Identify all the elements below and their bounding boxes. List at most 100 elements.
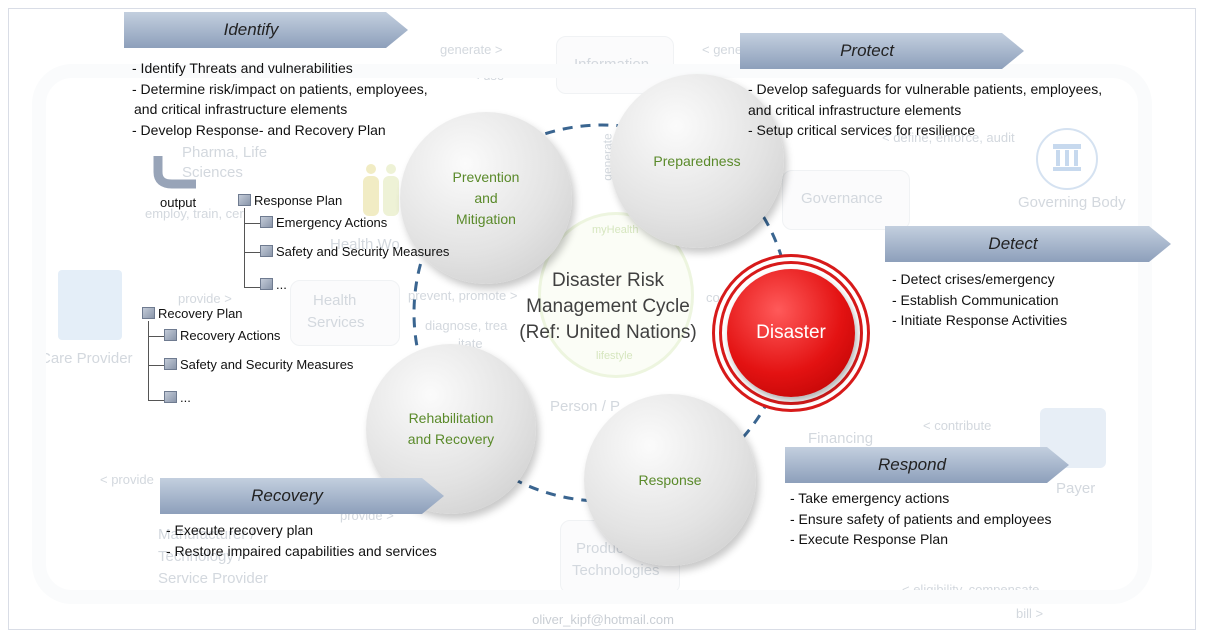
identify-bullet-1: - Identify Threats and vulnerabilities	[132, 60, 353, 76]
detect-bullet-3: - Initiate Response Activities	[892, 312, 1068, 328]
protect-bullet-1: - Develop safeguards for vulnerable pati…	[748, 81, 1103, 97]
response-plan-tree: Response Plan Emergency Actions Safety a…	[238, 192, 498, 302]
respond-bullet-3: - Execute Response Plan	[790, 531, 948, 547]
recovery-title: Recovery	[251, 486, 323, 505]
respond-bullet-1: - Take emergency actions	[790, 490, 950, 506]
response-plan-item: Safety and Security Measures	[260, 243, 449, 261]
detect-bullet-2: - Establish Communication	[892, 291, 1059, 308]
response-plan-node: Response Plan	[238, 192, 342, 210]
prevention-line-2: and	[474, 189, 498, 206]
rehabilitation-line-2: and Recovery	[407, 431, 495, 447]
recovery-plan-item-label: ...	[180, 390, 191, 405]
recovery-plan-item-label: Safety and Security Measures	[180, 357, 354, 372]
protect-banner: Protect	[740, 33, 1024, 69]
prevention-line-3: Mitigation	[456, 210, 516, 227]
response-plan-item-label: Emergency Actions	[276, 215, 388, 230]
care-provider-label: Care Provider	[40, 350, 133, 367]
recovery-bullet-2: - Restore impaired capabilities and serv…	[166, 542, 437, 559]
protect-bullet-3: - Setup critical services for resilience	[748, 122, 976, 138]
co-label: co	[706, 290, 720, 305]
response-plan-item: ...	[260, 276, 287, 294]
governance-label: Governance	[801, 190, 883, 207]
sciences-label: Sciences	[182, 164, 243, 181]
payer-label: Payer	[1056, 480, 1096, 497]
contribute-label: < contribute	[923, 418, 992, 433]
health-work-label: Health Wo	[330, 236, 400, 253]
preparedness-phase: Preparedness	[610, 74, 784, 248]
recovery-plan-item: Recovery Actions	[164, 327, 280, 345]
detect-title: Detect	[988, 234, 1038, 253]
cube-icon	[260, 245, 273, 257]
protect-title: Protect	[840, 41, 894, 60]
center-title: Disaster Risk Management Cycle (Ref: Uni…	[498, 268, 718, 346]
protect-bullets: - Develop safeguards for vulnerable pati…	[748, 79, 1102, 141]
author-email: oliver_kipf@hotmail.com	[532, 612, 674, 627]
respond-banner: Respond	[785, 447, 1069, 483]
recovery-bullet-1: - Execute recovery plan	[166, 522, 314, 538]
diagram-frame	[8, 8, 1196, 630]
provide-label: provide >	[178, 291, 232, 306]
recovery-plan-title: Recovery Plan	[158, 306, 243, 321]
provide-lower-label: < provide	[100, 472, 154, 487]
identify-title: Identify	[223, 20, 279, 39]
generate-label: generate >	[440, 42, 503, 57]
identify-bullets: - Identify Threats and vulnerabilities -…	[132, 58, 428, 140]
lifestyle-label: lifestyle	[596, 350, 633, 362]
disaster-phase: Disaster	[727, 269, 855, 397]
financing-label: Financing	[808, 430, 874, 447]
identify-bullet-3: and critical infrastructure elements	[134, 101, 348, 117]
cube-icon	[164, 329, 177, 341]
bill-label: bill >	[1016, 606, 1044, 621]
prevention-line-1: Prevention	[452, 168, 520, 185]
cube-icon	[142, 307, 155, 319]
cube-icon	[238, 194, 251, 206]
response-label: Response	[638, 471, 702, 488]
respond-title: Respond	[877, 455, 947, 474]
identify-bullet-4: - Develop Response- and Recovery Plan	[132, 121, 386, 138]
bank-icon	[1036, 128, 1098, 190]
recovery-plan-node: Recovery Plan	[142, 305, 243, 323]
product-label: Produc	[576, 540, 624, 557]
cube-icon	[164, 391, 177, 403]
rehabilitation-line-1: Rehabilitation	[408, 410, 494, 426]
prevention-mitigation-phase: Prevention and Mitigation	[400, 112, 572, 284]
recovery-plan-item: Safety and Security Measures	[164, 356, 353, 374]
recovery-bullets: - Execute recovery plan - Restore impair…	[166, 520, 437, 561]
people-icon	[360, 160, 406, 232]
output-label: output	[160, 195, 197, 210]
governing-body-label: Governing Body	[1018, 194, 1126, 211]
define-label: < define, enforce, audit	[882, 130, 1015, 145]
pharma-label: Pharma, Life	[182, 144, 268, 161]
center-title-line-3: (Ref: United Nations)	[519, 322, 697, 343]
response-plan-item: Emergency Actions	[260, 214, 387, 232]
person-label: Person / P	[550, 398, 621, 415]
response-plan-item-label: Safety and Security Measures	[276, 244, 450, 259]
response-phase: Response	[584, 394, 756, 566]
governance-box	[782, 170, 910, 230]
health-services-box	[290, 280, 400, 346]
cube-icon	[260, 278, 273, 290]
identify-banner: Identify	[124, 12, 408, 48]
disaster-label: Disaster	[756, 322, 826, 343]
recovery-plan-item-label: Recovery Actions	[180, 328, 281, 343]
protect-bullet-2: and critical infrastructure elements	[748, 101, 962, 118]
cube-icon	[260, 216, 273, 228]
preparedness-label: Preparedness	[653, 152, 741, 169]
technologies-label: Technologies	[572, 562, 660, 579]
cube-icon	[164, 358, 177, 370]
recovery-plan-tree: Recovery Plan Recovery Actions Safety an…	[142, 305, 402, 415]
center-title-line-1: Disaster Risk	[552, 270, 664, 291]
output-arrow-icon	[153, 156, 196, 189]
diagnose-label: diagnose, trea	[425, 318, 508, 333]
recovery-banner: Recovery	[160, 478, 444, 514]
response-plan-title: Response Plan	[254, 193, 343, 208]
detect-banner: Detect	[885, 226, 1171, 262]
prevent-label: prevent, promote >	[408, 288, 518, 303]
identify-bullet-2: - Determine risk/impact on patients, emp…	[132, 80, 428, 97]
response-plan-item-label: ...	[276, 277, 287, 292]
services-label: Services	[307, 314, 365, 331]
myhealth-label: myHealth	[592, 224, 639, 236]
respond-bullets: - Take emergency actions - Ensure safety…	[790, 488, 1051, 550]
health-label: Health	[313, 292, 357, 309]
hospital-icon	[58, 270, 122, 340]
